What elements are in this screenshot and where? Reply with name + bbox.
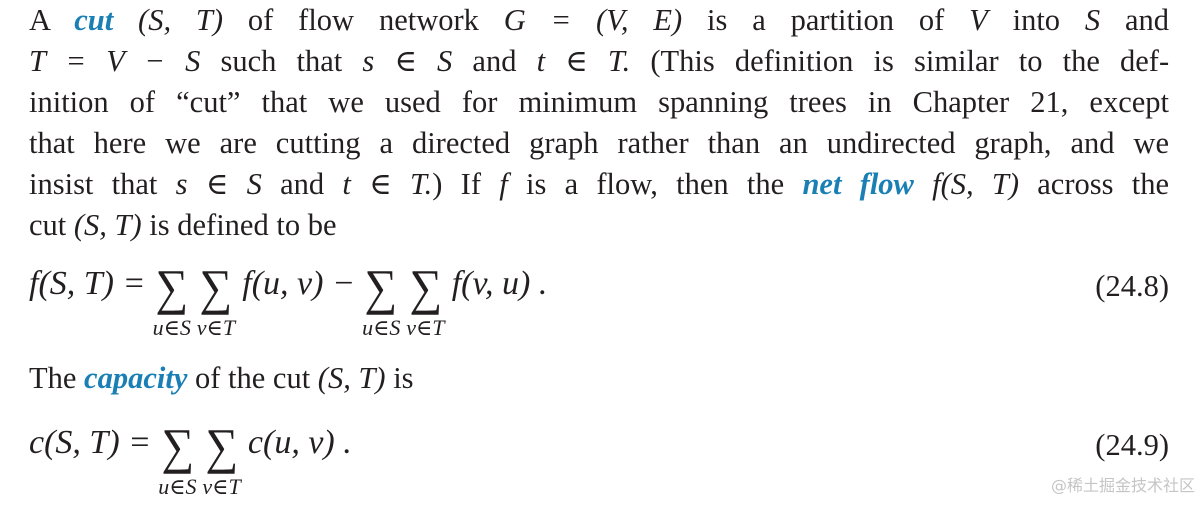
sigma-symbol: ∑ xyxy=(408,259,442,315)
equation-term: f(v, u) . xyxy=(451,265,548,302)
sigma-symbol: ∑ xyxy=(205,418,238,474)
math-f-s-t: f(S, T) xyxy=(932,167,1020,202)
text: is xyxy=(393,361,414,395)
summation: ∑ u∈S xyxy=(158,418,196,499)
text: The xyxy=(29,361,77,395)
sigma-symbol: ∑ xyxy=(199,259,233,315)
equation-body: c(S, T) = ∑ u∈S ∑ v∈T c(u, v) . xyxy=(29,418,352,499)
summation-index: u∈S xyxy=(362,315,401,340)
watermark: @稀土掘金技术社区 xyxy=(1050,476,1195,495)
text: is a partition of xyxy=(707,3,945,37)
math-graph: G = (V, E) xyxy=(503,3,683,37)
line-4: that here we are cutting a directed grap… xyxy=(29,126,1169,161)
line-5: insist that s ∈ S and t ∈ T.) If f is a … xyxy=(29,164,1169,205)
term-capacity: capacity xyxy=(84,361,188,395)
summation-index: v∈T xyxy=(196,315,236,340)
summation: ∑ v∈T xyxy=(406,259,444,340)
text: (This definition is similar to the def- xyxy=(650,44,1170,79)
equation-term: f(u, v) − xyxy=(242,265,355,302)
math-s-t: (S, T) xyxy=(73,208,142,243)
equation-number: (24.8) xyxy=(1095,269,1169,303)
math-s-in-s: s ∈ S xyxy=(362,44,453,79)
math-s: S xyxy=(1084,3,1101,37)
math-t-in-t: t ∈ T. xyxy=(536,44,631,79)
summation-index: u∈S xyxy=(158,474,197,499)
line: The capacity of the cut (S, T) is xyxy=(29,358,1169,399)
text: of flow network xyxy=(247,3,479,37)
text: is defined to be xyxy=(149,208,337,243)
text: A xyxy=(29,3,50,37)
equation-body: f(S, T) = ∑ u∈S ∑ v∈T f(u, v) − ∑ u∈S ∑ … xyxy=(29,259,548,340)
math-v: V xyxy=(969,3,988,37)
sigma-symbol: ∑ xyxy=(161,418,194,474)
text: and xyxy=(472,44,517,79)
summation-index: v∈T xyxy=(202,474,241,499)
definition-paragraph: A cut (S, T) of flow network G = (V, E) … xyxy=(29,0,1169,247)
math-s-in-s: s ∈ S xyxy=(175,167,262,202)
equation-lhs: f(S, T) = xyxy=(29,265,146,302)
math-f: f xyxy=(499,167,508,202)
line-6: cut (S, T) is defined to be xyxy=(29,205,1169,246)
equation-lhs: c(S, T) = xyxy=(29,424,152,461)
text: and xyxy=(280,167,325,202)
term-net-flow: net flow xyxy=(802,167,914,202)
equation-term: c(u, v) . xyxy=(247,424,352,461)
math-s-t: (S, T) xyxy=(138,3,224,37)
capacity-paragraph: The capacity of the cut (S, T) is xyxy=(29,358,1169,399)
text: cut xyxy=(29,208,67,243)
text: insist that xyxy=(29,167,158,202)
math-t-in-t: t ∈ T. xyxy=(342,167,433,202)
text: such that xyxy=(220,44,343,79)
equation-number: (24.9) xyxy=(1095,428,1169,462)
text: ) If xyxy=(432,167,481,202)
line-2: T = V − S such that s ∈ S and t ∈ T. (Th… xyxy=(29,41,1169,82)
math-s-t: (S, T) xyxy=(317,361,386,395)
summation: ∑ u∈S xyxy=(153,259,191,340)
math-t-equals: T = V − S xyxy=(29,44,201,79)
text: and xyxy=(1125,3,1170,37)
summation-index: u∈S xyxy=(152,315,191,340)
summation: ∑ u∈S xyxy=(362,259,400,340)
text: of the cut xyxy=(194,361,311,395)
term-cut: cut xyxy=(74,3,114,37)
line-1: A cut (S, T) of flow network G = (V, E) … xyxy=(29,0,1169,41)
text: into xyxy=(1012,3,1061,37)
summation: ∑ v∈T xyxy=(197,259,235,340)
summation: ∑ v∈T xyxy=(202,418,240,499)
sigma-symbol: ∑ xyxy=(364,259,398,315)
text: across the xyxy=(1037,167,1169,202)
summation-index: v∈T xyxy=(406,315,445,340)
sigma-symbol: ∑ xyxy=(155,259,189,315)
text: is a flow, then the xyxy=(525,167,785,202)
line-3: inition of “cut” that we used for minimu… xyxy=(29,85,1169,120)
